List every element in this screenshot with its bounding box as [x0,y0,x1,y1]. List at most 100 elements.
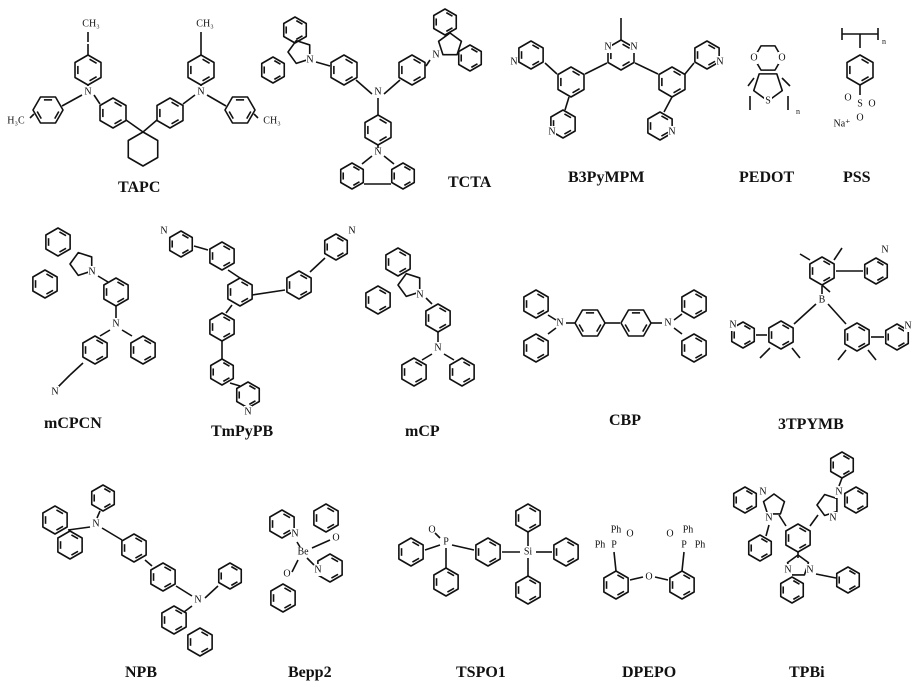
ring [317,553,343,583]
atom-label-bg [374,146,382,158]
bond [412,557,420,563]
bond [760,537,768,543]
bond [183,605,193,613]
ring [620,309,652,337]
ring [658,66,686,98]
bond [135,537,143,543]
bond [383,79,401,95]
atom-label: P [443,536,449,547]
ring [762,493,786,515]
bond [379,118,388,124]
atom-label: N [197,86,204,97]
ring [150,562,176,592]
bond [876,276,884,282]
bond [352,181,360,187]
bond [425,297,433,305]
bond [584,62,608,75]
ring [187,54,215,86]
ring [647,111,673,141]
bond [222,361,230,367]
atom-label: N [556,317,563,328]
bond [799,527,807,533]
atom-label-bg [416,289,424,301]
bond [144,339,152,345]
bond [171,101,180,107]
ring [57,530,83,560]
bond [46,289,54,295]
bond [241,281,249,287]
ring [130,335,156,365]
bond [445,27,453,33]
bond [858,342,866,348]
ring [364,114,392,146]
atom-label: Ph [611,524,622,535]
atom-label-bg [794,106,802,118]
bond [56,509,64,515]
bond [489,541,497,547]
bond [447,587,455,593]
bond [56,525,64,531]
bond [747,77,755,87]
ring [74,54,102,86]
atom-label: CH₃ [263,115,280,126]
ring [103,277,129,307]
bond [121,329,133,337]
bond [300,290,308,296]
bond [225,304,233,314]
ring [127,131,159,167]
molecule-mcpcn: NNN [32,227,156,398]
bond [144,559,153,567]
bond [61,94,83,107]
bond [463,377,471,383]
label-tpbi: TPBi [789,664,825,681]
bond [114,101,123,107]
ring [168,230,194,258]
bond [144,355,152,361]
bond [222,377,230,383]
ring [286,270,312,300]
bond [295,19,303,25]
bond [135,553,143,559]
bond [782,340,790,346]
atom-label-bg [778,52,786,64]
bond [897,342,905,348]
bond [89,76,98,82]
bond [532,60,540,66]
label-3tpymb: 3TPYMB [778,416,844,433]
label-npb: NPB [125,664,157,681]
bond [273,75,281,81]
ring [287,39,311,65]
bond [315,61,331,67]
atom-label: Ph [695,539,706,550]
label-bepp2: Bepp2 [288,664,332,681]
bond [613,551,617,572]
bond [572,70,581,76]
atom-label-bg [829,512,837,524]
bond [642,324,648,333]
atom-label-bg [664,317,672,329]
atom-label-bg [556,317,564,329]
atom-label: N [432,49,439,60]
atom-label: N [194,594,201,605]
bond [117,297,125,303]
bond [295,35,303,41]
atom-label-bg [904,320,912,332]
atom-label-bg [92,518,100,530]
atom-label-bg [374,86,382,98]
bond [425,59,431,67]
atom-label-bg [832,118,852,130]
bond [760,553,768,559]
bond [399,267,407,273]
molecule-npb: NN [42,484,243,657]
bond [175,609,183,615]
ring [217,562,243,590]
atom-label: O [750,52,757,63]
atom-label: P [681,539,687,550]
label-mcp: mCP [405,423,440,440]
bond [823,260,831,266]
ring [99,97,127,129]
